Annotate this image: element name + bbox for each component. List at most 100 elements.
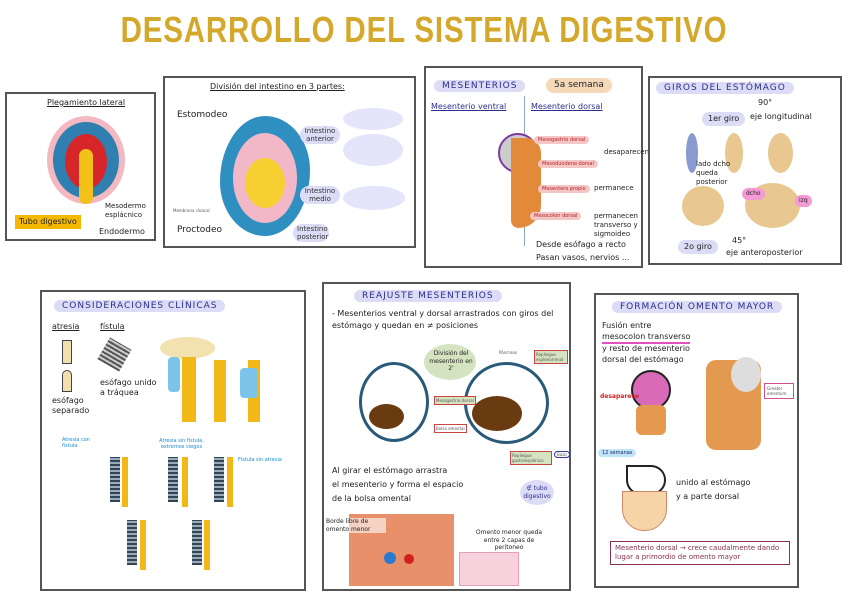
desde-note: Desde esófago a recto — [536, 240, 626, 249]
note-bubble — [343, 108, 403, 130]
mesentero-propio-label: Mesentero propio — [538, 185, 590, 193]
trachea-variant-1 — [110, 457, 120, 502]
esophagus-yellow-2 — [214, 360, 226, 422]
esophagus-variant-2 — [182, 457, 188, 507]
esofago-separado-note: esófago separado — [52, 396, 90, 415]
pancreas-label: Páncreas — [499, 350, 517, 355]
desaparecen-note: desaparecen — [604, 148, 650, 156]
esophagus-variant-3 — [227, 457, 233, 507]
note-bubble — [160, 337, 215, 359]
membrana-cloacal-label: Membrana cloacal — [173, 208, 210, 213]
semanas-badge: 12 semanas — [598, 449, 637, 458]
card-heading: CONSIDERACIONES CLÍNICAS — [54, 300, 226, 312]
primer-giro-badge: 1er giro — [702, 112, 746, 126]
card-reajuste-mesenterios: REAJUSTE MESENTERIOS - Mesenterios ventr… — [322, 282, 571, 591]
trachea-variant-5 — [192, 520, 202, 565]
intestine-orange-a — [636, 405, 666, 435]
lado-dcho-note: lado dcho queda posterior — [696, 160, 731, 186]
esophagus-upper — [62, 340, 72, 364]
stomach-grey-b — [731, 357, 761, 392]
endodermo-label: Endodermo — [99, 227, 145, 236]
repliegue-esplenorrenal-label: Repliegue esplenorrenal — [534, 350, 568, 364]
card-mesenterios: MESENTERIOS 5a semana Mesenterio ventral… — [424, 66, 649, 268]
unido-line-1: unido al estómago — [676, 478, 751, 487]
eje-longitudinal: eje longitudinal — [750, 112, 812, 121]
intestino-posterior-label: Intestino posterior — [293, 224, 329, 242]
card-heading: GIROS DEL ESTÓMAGO — [656, 82, 794, 94]
liver-shape-a — [369, 404, 404, 429]
fistula-heading: fístula — [100, 322, 125, 331]
trachea-variant-2 — [168, 457, 178, 502]
mesenterio-dorsal-heading: Mesenterio dorsal — [531, 102, 603, 111]
fistula-sin-atresia-label: Fístula sin atresia — [238, 457, 282, 463]
note-bubble — [424, 344, 476, 380]
esophagus-variant-4 — [140, 520, 146, 570]
note-bubble — [343, 134, 403, 166]
intestino-medio-label: Intestino medio — [300, 186, 340, 204]
trachea-blue-3 — [240, 368, 258, 398]
greater-omentum-label: Greater omentum — [764, 383, 794, 399]
page-title: DESARROLLO DEL SISTEMA DIGESTIVO — [120, 9, 728, 50]
trachea-variant-4 — [127, 520, 137, 565]
proctodeo-label: Proctodeo — [177, 225, 223, 235]
card-plegamiento-lateral: Plegamiento lateral Tubo digestivo Mesod… — [5, 92, 156, 241]
mesenterio-dorsal-note: Mesenterio dorsal → crece caudalmente da… — [610, 541, 790, 565]
al-girar-line-1: Al girar el estómago arrastra — [332, 466, 448, 475]
atresia-heading: atresia — [52, 322, 80, 331]
al-girar-line-2: el mesenterio y forma el espacio — [332, 480, 464, 489]
dcho-badge: dcho — [742, 188, 765, 200]
al-girar-line-3: de la bolsa omental — [332, 494, 411, 503]
mesodermo-label: Mesodermo esplácnico — [105, 202, 146, 219]
stomach-stage-2 — [725, 133, 743, 173]
pasan-note: Pasan vasos, nervios ... — [536, 253, 630, 262]
grados-90: 90° — [758, 98, 773, 107]
liver-shape-b — [472, 396, 522, 431]
estomodeo-label: Estomodeo — [177, 110, 228, 120]
trachea-fistula-illustration — [97, 337, 132, 372]
bolsa-omental-label: Bolsa omental — [434, 424, 467, 433]
peritoneum-diagram — [459, 552, 519, 586]
vessel-red — [404, 554, 414, 564]
permanece-note: permanece — [594, 184, 634, 192]
esophagus-lower — [62, 370, 72, 392]
card-division-intestino: División del intestino en 3 partes: Esto… — [163, 76, 416, 248]
mesocolon-label: Mesocolon dorsal — [530, 212, 582, 220]
omentum-shape — [622, 491, 667, 531]
mesenterio-ventral-heading: Mesenterio ventral — [431, 102, 507, 111]
gut-yellow — [245, 158, 285, 208]
tubo-digestivo-label: Tubo digestivo — [15, 215, 81, 229]
division-mesenterio-note: División del mesenterio en 2' — [429, 350, 473, 372]
permanecen-note: permanecen transverso y sigmoideo — [594, 212, 638, 238]
mesogastrio-label: Mesogastrio dorsal — [534, 136, 590, 144]
izq-badge: izq — [795, 195, 812, 207]
gut-tube-shape — [79, 149, 93, 204]
stomach-stage-4 — [682, 186, 724, 226]
omento-menor-note: Omento menor queda entre 2 capas de peri… — [475, 529, 543, 551]
card-heading: FORMACIÓN OMENTO MAYOR — [612, 301, 783, 313]
bazo-label: Bazo — [554, 451, 570, 458]
vessel-blue — [384, 552, 396, 564]
repliegue-gastroesplenico-label: Repliegue gastroesplénico — [510, 451, 552, 465]
semana-badge: 5a semana — [546, 78, 612, 94]
atresia-con-fistula-label: Atresia con fístula — [62, 437, 90, 450]
fusion-line-2: mesocolon transverso — [602, 332, 691, 344]
intestino-anterior-label: Intestino anterior — [300, 126, 340, 144]
card-giros-estomago: GIROS DEL ESTÓMAGO 90° 1er giro eje long… — [648, 76, 842, 265]
note-bubble — [343, 186, 405, 210]
fusion-line-4: dorsal del estómago — [602, 355, 684, 364]
card-heading: División del intestino en 3 partes: — [210, 82, 345, 91]
esophagus-variant-5 — [204, 520, 210, 570]
mesogastrio-label: Mesogastrio dorsal — [434, 396, 476, 405]
mesoduodeno-label: Mesoduodeno dorsal — [538, 160, 598, 168]
card-heading: REAJUSTE MESENTERIOS — [354, 290, 502, 302]
card-consideraciones-clinicas: CONSIDERACIONES CLÍNICAS atresia fístula… — [40, 290, 306, 591]
stomach-fold-illustration — [631, 370, 671, 410]
card-formacion-omento-mayor: FORMACIÓN OMENTO MAYOR Fusión entre meso… — [594, 293, 799, 588]
esophagus-variant-1 — [122, 457, 128, 507]
trachea-blue-1 — [168, 357, 180, 392]
card-heading: Plegamiento lateral — [47, 98, 126, 107]
reajuste-texto: - Mesenterios ventral y dorsal arrastrad… — [332, 309, 554, 330]
grados-45: 45° — [732, 236, 747, 245]
trachea-variant-3 — [214, 457, 224, 502]
borde-libre-note: Borde libre de omento menor — [326, 518, 386, 533]
